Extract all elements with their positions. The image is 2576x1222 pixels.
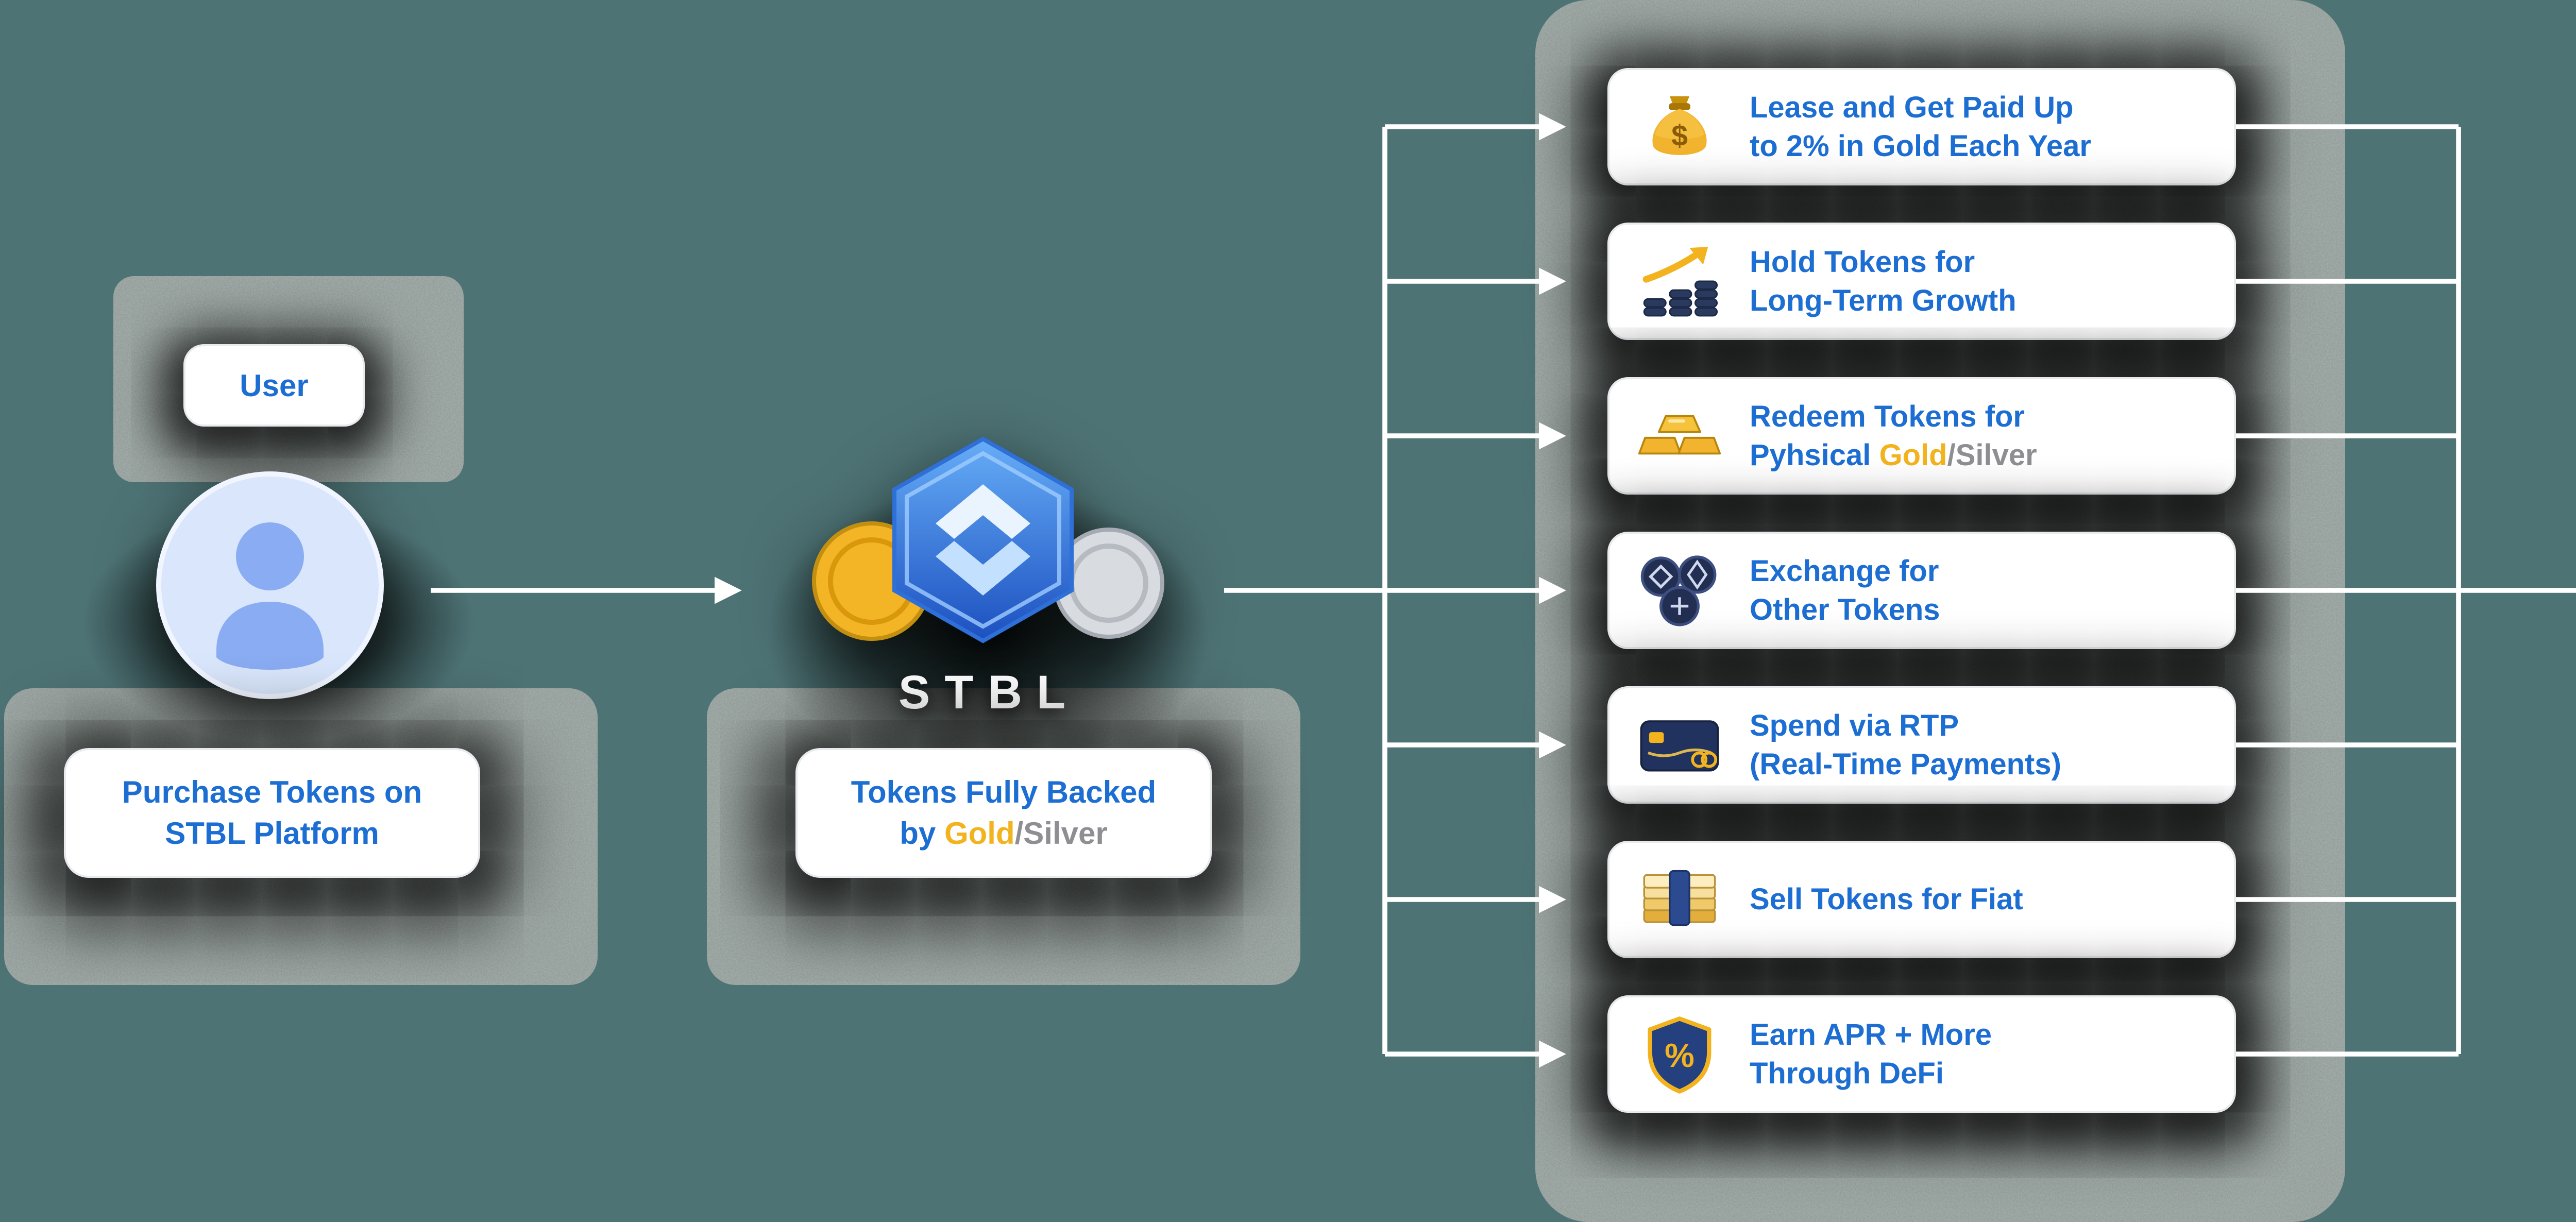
option-text: Hold Tokens for Long-Term Growth	[1750, 243, 2016, 320]
option-line2-prefix: Pyhsical	[1750, 438, 1879, 472]
option-card-defi: % Earn APR + More Through DeFi	[1607, 995, 2236, 1113]
option-line2: Pyhsical Gold/Silver	[1750, 436, 2037, 474]
purchase-line1: Purchase Tokens on	[122, 775, 422, 809]
option-text: Earn APR + More Through DeFi	[1750, 1015, 1992, 1093]
option-line1: Hold Tokens for	[1750, 245, 1975, 279]
option-line2: to 2% in Gold Each Year	[1750, 129, 2091, 163]
option-text: Spend via RTP (Real-Time Payments)	[1750, 706, 2061, 784]
option-line1: Sell Tokens for Fiat	[1750, 882, 2023, 916]
option-line2-sep: /	[1947, 438, 1956, 472]
tokens-backed-card: Tokens Fully Backed by Gold/Silver	[795, 748, 1212, 878]
gold-bars-icon	[1636, 393, 1723, 479]
shield-percent-icon: %	[1636, 1011, 1723, 1097]
backed-line2: by Gold/Silver	[900, 813, 1107, 854]
purchase-line2: STBL Platform	[165, 816, 379, 851]
credit-card-icon	[1636, 702, 1723, 788]
option-card-exchange: Exchange for Other Tokens	[1607, 532, 2236, 649]
option-card-sell: Sell Tokens for Fiat	[1607, 841, 2236, 958]
stbl-wordmark: STBL	[898, 666, 1080, 719]
svg-text:%: %	[1665, 1037, 1694, 1074]
option-line2: (Real-Time Payments)	[1750, 748, 2061, 781]
option-line2: Other Tokens	[1750, 593, 1940, 626]
stbl-logo	[812, 436, 1164, 643]
option-card-hold: Hold Tokens for Long-Term Growth	[1607, 223, 2236, 340]
user-avatar-icon	[156, 471, 384, 699]
money-bag-icon: $	[1636, 83, 1723, 170]
option-line2: Long-Term Growth	[1750, 284, 2016, 317]
svg-text:$: $	[1671, 119, 1688, 152]
purchase-tokens-card: Purchase Tokens on STBL Platform	[64, 748, 480, 878]
option-line2: Through DeFi	[1750, 1057, 1944, 1090]
option-line1: Spend via RTP	[1750, 708, 1959, 742]
option-line1: Exchange for	[1750, 554, 1939, 588]
option-text: Lease and Get Paid Up to 2% in Gold Each…	[1750, 88, 2091, 165]
backed-line2-prefix: by	[900, 816, 944, 851]
option-line1: Earn APR + More	[1750, 1017, 1992, 1051]
option-text: Redeem Tokens for Pyhsical Gold/Silver	[1750, 397, 2037, 474]
option-card-lease: $ Lease and Get Paid Up to 2% in Gold Ea…	[1607, 68, 2236, 185]
option-text: Sell Tokens for Fiat	[1750, 880, 2023, 919]
backed-line2-sep: /	[1014, 816, 1024, 851]
cash-stack-icon	[1636, 856, 1723, 943]
user-label: User	[240, 368, 309, 403]
backed-line2-gold: Gold	[944, 816, 1015, 851]
user-label-card: User	[183, 344, 365, 427]
coins-growth-icon	[1636, 238, 1723, 325]
option-line1: Redeem Tokens for	[1750, 399, 2025, 433]
option-card-spend: Spend via RTP (Real-Time Payments)	[1607, 686, 2236, 804]
backed-line1: Tokens Fully Backed	[851, 775, 1157, 809]
option-line2-silver: Silver	[1955, 438, 2037, 472]
option-line1: Lease and Get Paid Up	[1750, 90, 2074, 124]
option-line2-gold: Gold	[1879, 438, 1947, 472]
crypto-tokens-icon	[1636, 547, 1723, 634]
option-card-redeem: Redeem Tokens for Pyhsical Gold/Silver	[1607, 377, 2236, 495]
stbl-badge-icon	[892, 436, 1074, 643]
backed-line2-silver: Silver	[1023, 816, 1108, 851]
option-text: Exchange for Other Tokens	[1750, 552, 1940, 629]
